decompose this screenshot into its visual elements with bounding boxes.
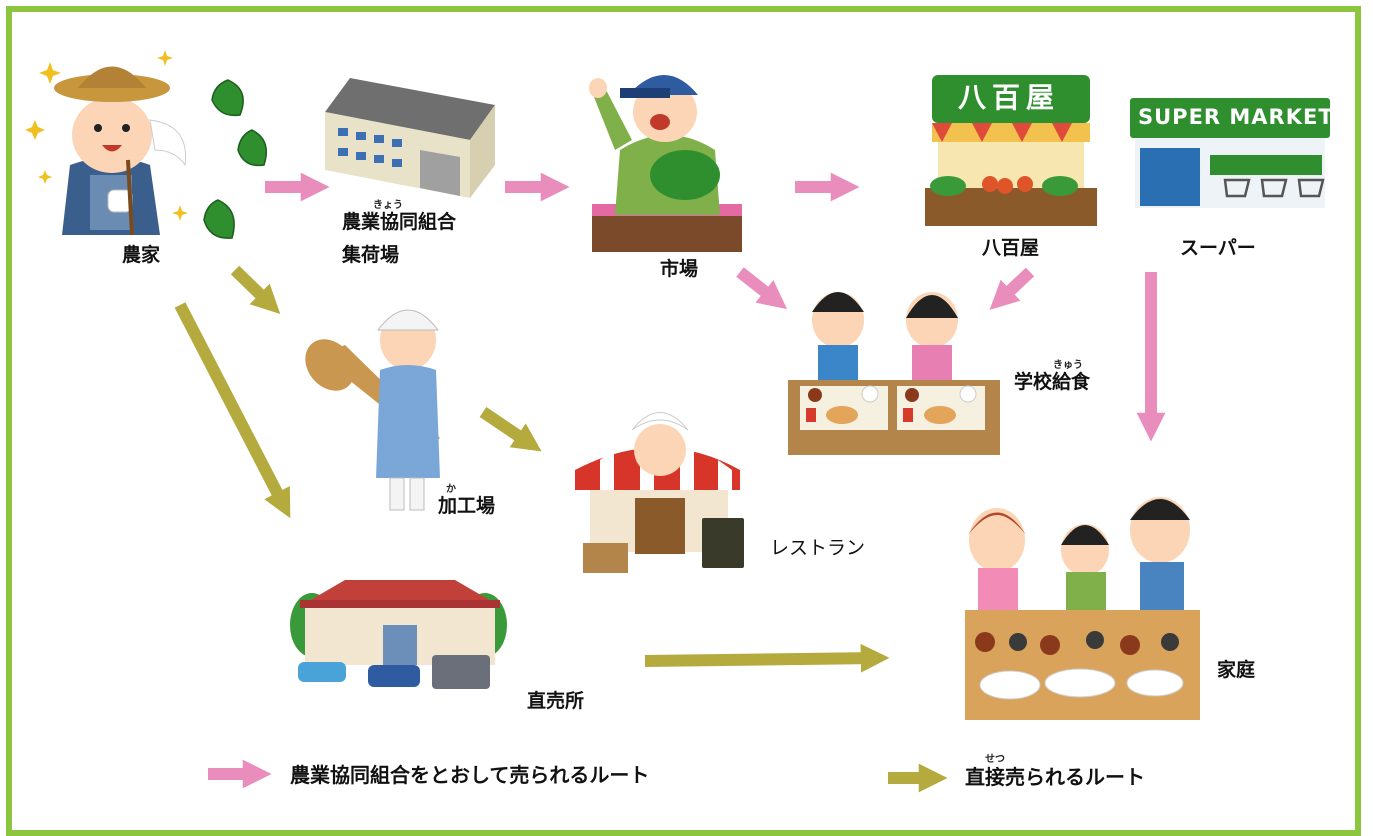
legend-olive-label: 直接売られるルート [965,765,1145,789]
restaurant-label: レストラン [770,537,866,559]
legend-pink-label: 農業協同組合をとおして売られるルート [290,763,650,787]
legend-olive-ruby: せつ [985,754,1005,765]
truck-icon [432,655,490,689]
supermarket-sign [1130,98,1330,138]
menu-board-icon [702,518,744,568]
pink-arrows [208,172,1166,789]
greengrocer-sign-text: 八百屋 [958,81,1061,114]
school-lunch-illustration [788,292,1000,455]
supermarket-illustration [1130,98,1330,208]
leaf-icon [203,79,267,239]
school-lunch-label: 学校給食 [1014,371,1091,393]
car-icon [368,665,420,687]
farm-stand-illustration [290,580,507,689]
factory-ruby: か [446,484,456,495]
coop-ruby: きょう [373,200,403,211]
supermarket-sign-text: SUPER MARKET [1138,105,1334,129]
arrow-factory-to-restaurant [479,407,542,452]
school-lunch-ruby: きゅう [1053,360,1083,371]
illustration-canvas [25,50,1330,793]
farmer-illustration [25,50,188,236]
greengrocer-label: 八百屋 [982,237,1040,259]
arrow-farmer-to-factory [230,265,281,315]
farm-stand-label: 直売所 [527,690,585,712]
supermarket-label: スーパー [1180,237,1256,259]
coop-label-line2: 集荷場 [342,244,400,266]
arrow-market-to-school [736,267,788,310]
olive-arrows [174,265,948,793]
restaurant-illustration [575,412,744,573]
market-label: 市場 [660,258,699,280]
home-label: 家庭 [1217,659,1256,681]
car-icon [298,662,346,682]
shopping-cart-icon [1223,178,1325,198]
factory-worker-illustration [305,309,440,511]
warehouse-illustration [325,78,495,198]
coop-label-line1: 農業協同組合 [342,211,457,233]
factory-label: 加工場 [438,495,496,517]
farmer-label: 農家 [122,244,161,266]
arrow-farmer-to-farmstand [174,302,291,519]
family-illustration [965,497,1200,720]
sparkle-icon [25,50,188,221]
arrow-greengrocer-to-school [989,267,1035,310]
greengrocer-illustration [925,75,1097,226]
arrow-farmstand-to-home [644,643,890,673]
greengrocer-sign [932,75,1090,123]
market-illustration [589,75,742,252]
